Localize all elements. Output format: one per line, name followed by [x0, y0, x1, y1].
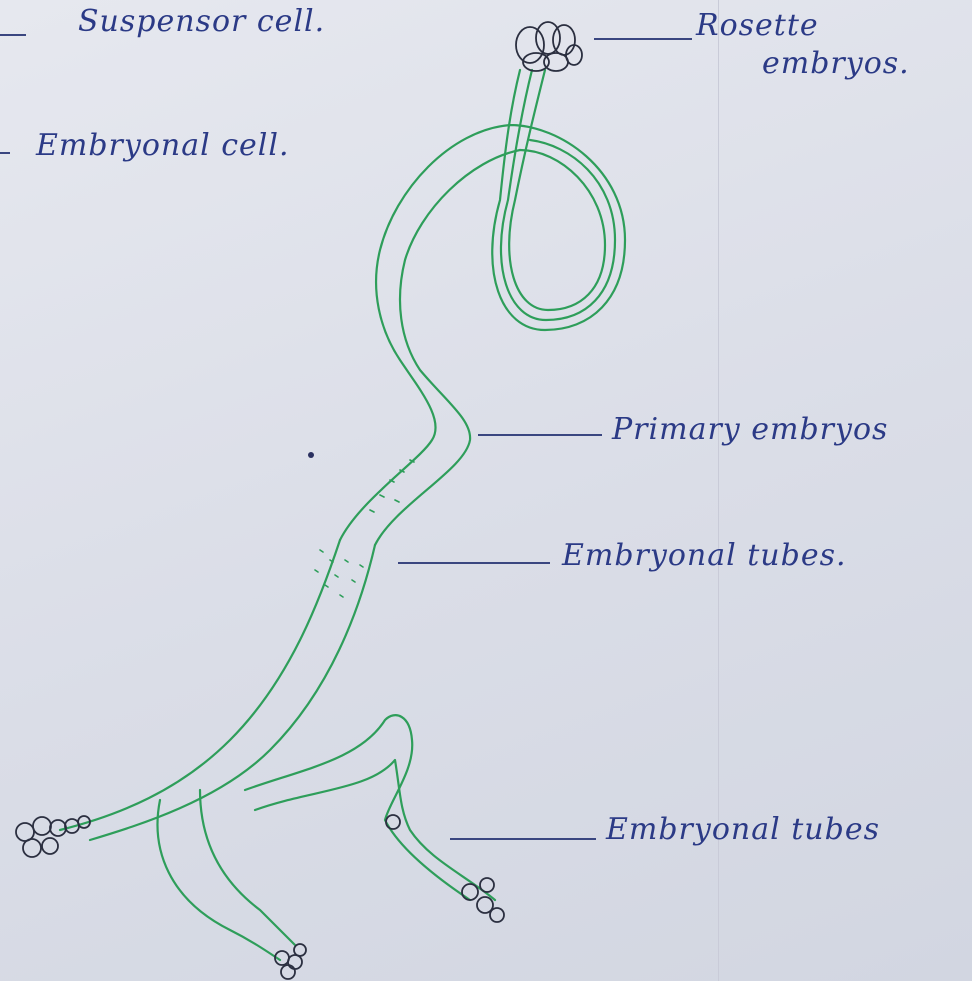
loop-outer: [492, 70, 625, 330]
lower-tube-left-edge: [60, 540, 340, 830]
rosette-top-cluster: [516, 22, 582, 71]
label-embryonal-cell: Embryonal cell.: [36, 128, 290, 164]
leader-embryonal-cell: [0, 152, 10, 154]
rosette-right-cluster: [386, 815, 504, 922]
leader-embryonal-tubes-top: [398, 562, 550, 564]
label-rosette-embryos: embryos.: [762, 46, 910, 82]
label-suspensor-cell: Suspensor cell.: [78, 4, 325, 40]
knee-branch-inner: [255, 760, 495, 900]
pen-dot-mark: [308, 452, 314, 458]
leader-embryonal-tubes-bottom: [450, 838, 596, 840]
label-rosette: Rosette: [696, 8, 819, 44]
label-primary-embryos: Primary embryos: [612, 412, 888, 448]
rosette-bottom-cluster: [275, 944, 306, 979]
leader-primary-embryos: [478, 434, 602, 436]
primary-tube-left-edge: [340, 125, 510, 540]
stipple-region: [315, 460, 414, 597]
knee-branch-outer: [245, 715, 470, 900]
bottom-branch-left: [158, 800, 280, 960]
leader-suspensor: [0, 34, 26, 36]
rosette-bottom-left-cluster: [16, 816, 90, 857]
label-embryonal-tubes-bottom: Embryonal tubes: [606, 812, 880, 848]
lower-tube-right-edge: [90, 545, 375, 840]
label-embryonal-tubes-top: Embryonal tubes.: [562, 538, 847, 574]
leader-rosette: [594, 38, 692, 40]
